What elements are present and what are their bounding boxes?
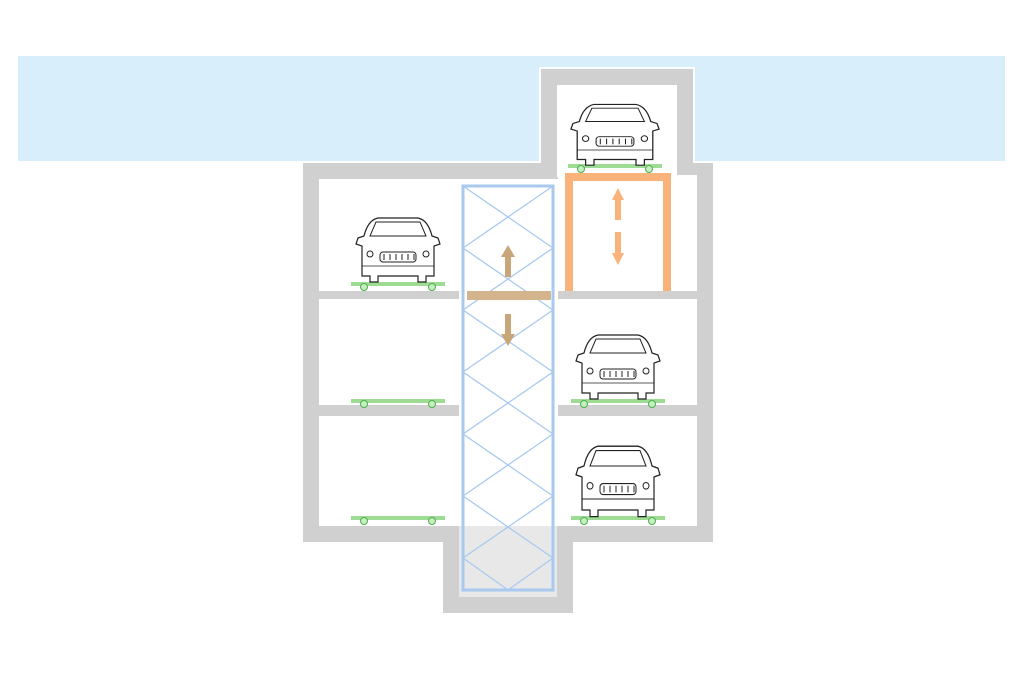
car-icon: [355, 217, 441, 283]
car-icon: [575, 445, 661, 518]
lift-frame: [461, 184, 555, 592]
lift-platform: [467, 291, 551, 300]
arrow-down-icon: [612, 232, 624, 265]
car-icon: [575, 334, 661, 400]
car-icon: [570, 103, 660, 166]
arrow-up-icon: [612, 188, 624, 220]
ground-level-band: [18, 56, 1005, 161]
vehicle-elevator: [565, 173, 671, 291]
